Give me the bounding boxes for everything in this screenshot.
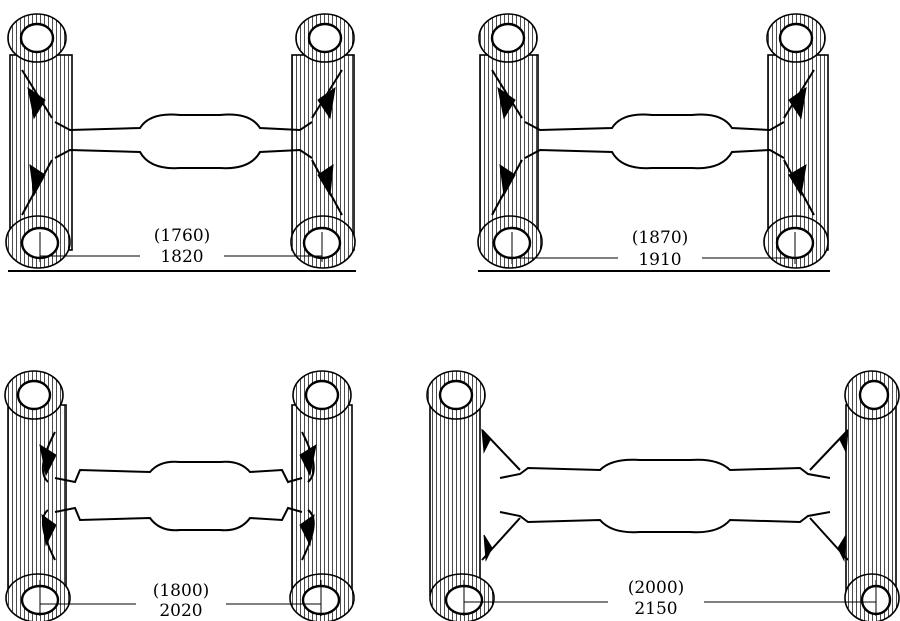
right-wheel-assembly [290,13,356,269]
left-wheel-assembly [477,13,543,269]
left-wheel-assembly [4,370,71,621]
panel-variant-2: (1870) 1910 [477,13,830,272]
right-wheel-assembly [289,370,355,621]
right-wheel-assembly [763,13,829,269]
inner-track-label: (1800) [153,581,210,601]
outer-track-label: 1910 [638,250,681,270]
panel-variant-4: (2000) 2150 [426,370,900,621]
upper-beam [54,113,313,132]
outer-track-label: 2150 [634,599,677,619]
inner-track-label: (1870) [632,228,689,248]
left-wheel-assembly [426,370,521,621]
lower-beam [54,148,313,170]
outer-track-label: 1820 [160,247,203,267]
left-wheel-assembly [5,13,73,269]
inner-track-label: (2000) [628,578,685,598]
panel-variant-3: (1800) 2020 [4,370,355,621]
outer-track-label: 2020 [159,601,202,621]
inner-track-label: (1760) [154,226,211,246]
right-wheel-assembly [809,370,900,621]
panel-variant-1: (1760) 1820 [5,13,356,272]
